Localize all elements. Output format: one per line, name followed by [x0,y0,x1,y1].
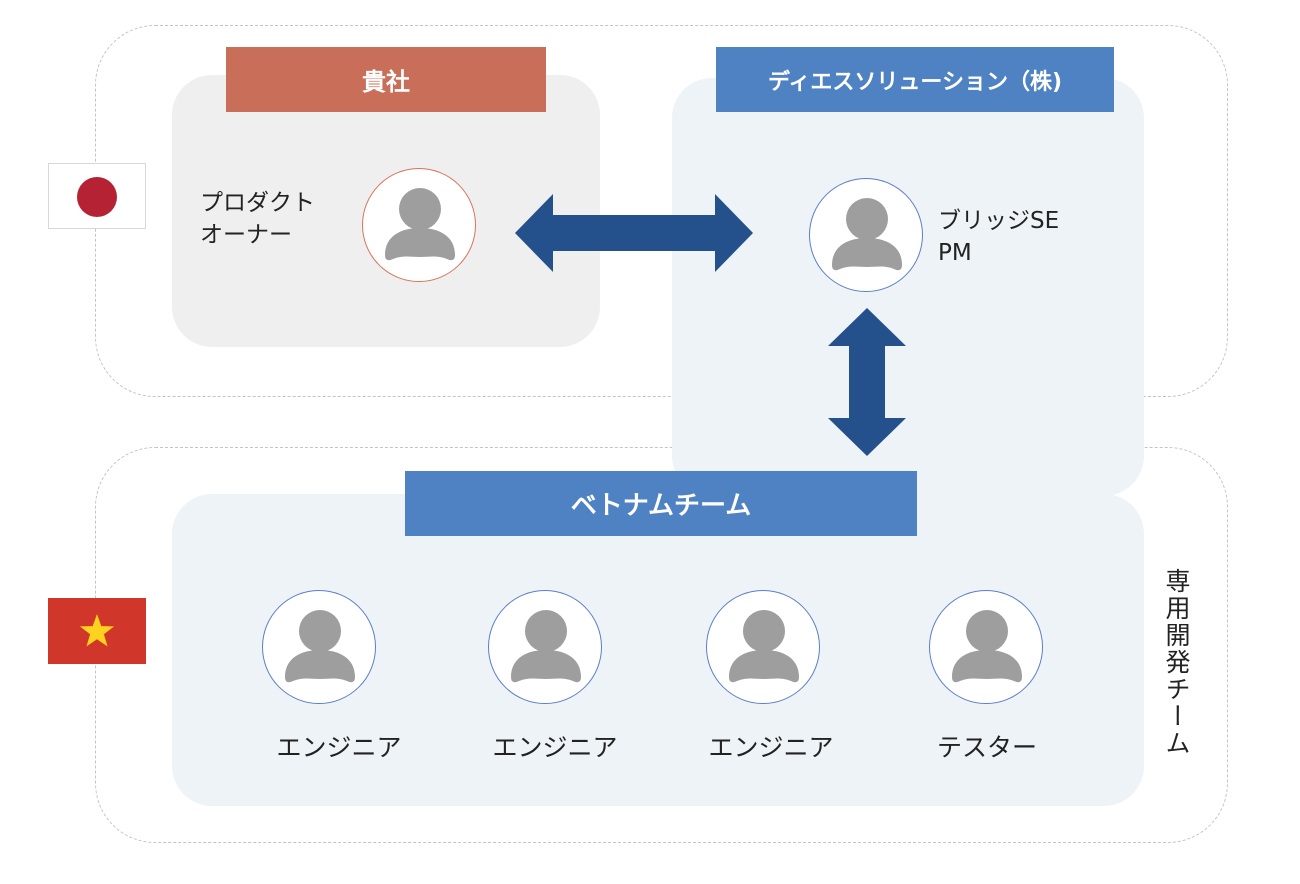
company-panel [672,78,1144,496]
client-role-line2: オーナー [200,222,292,248]
member-role-3: エンジニア [708,733,834,762]
vietnam-team-header: ベトナムチーム [405,471,917,536]
member-role-1: エンジニア [276,733,402,762]
member-role-4: テスター [936,733,1037,762]
person-icon [385,188,455,261]
company-header: ディエスソリューション（株) [716,47,1114,112]
person-icon [729,610,799,683]
bridge-se-avatar [809,178,923,292]
person-icon [952,610,1022,683]
vietnam-team-header-label: ベトナムチーム [570,491,752,521]
person-icon [511,610,581,683]
person-icon [832,198,902,271]
company-header-label: ディエスソリューション（株) [767,69,1063,95]
engineer-avatar-2 [488,590,602,704]
person-icon [285,610,355,683]
product-owner-avatar [362,168,476,282]
engineer-avatar-1 [262,590,376,704]
company-role-line1: ブリッジSE [938,208,1060,234]
vertical-double-arrow-icon [828,308,906,456]
tester-avatar [929,590,1043,704]
vietnam-flag-icon [48,598,146,664]
horizontal-double-arrow-icon [515,194,753,272]
engineer-avatar-3 [706,590,820,704]
company-role-line2: PM [938,240,972,266]
japan-flag-icon [48,163,146,229]
dedicated-team-label: 専用開発チーム [1162,568,1191,757]
client-header-label: 貴社 [362,68,410,96]
client-header: 貴社 [226,47,546,112]
company-role-label: ブリッジSE PM [938,205,1108,269]
member-role-2: エンジニア [492,733,618,762]
client-role-label: プロダクト オーナー [200,187,340,251]
client-role-line1: プロダクト [200,190,315,216]
